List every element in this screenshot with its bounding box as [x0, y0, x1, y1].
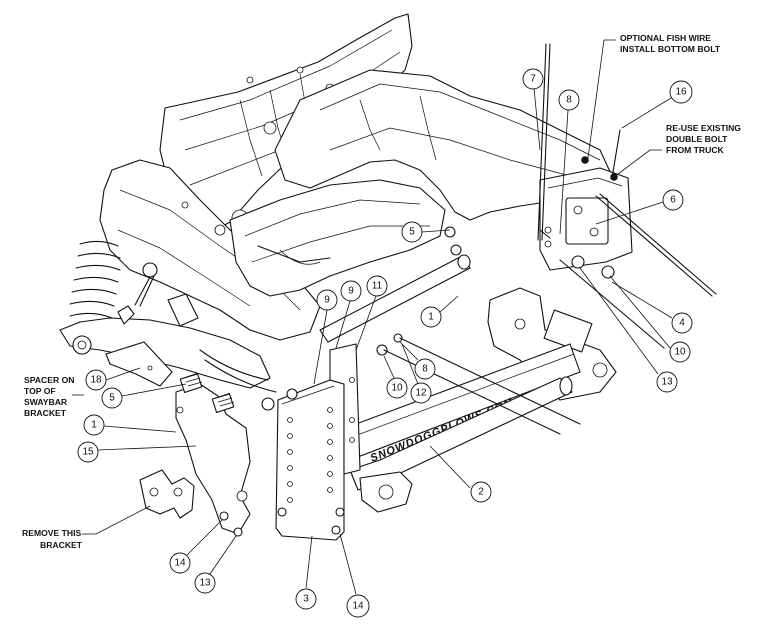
svg-text:8: 8 [566, 95, 572, 106]
svg-text:7: 7 [530, 74, 536, 85]
note-optional-fish-wire: OPTIONAL FISH WIRE INSTALL BOTTOM BOLT [587, 33, 721, 159]
svg-text:RE-USE EXISTING: RE-USE EXISTING [666, 123, 741, 133]
svg-text:18: 18 [90, 375, 102, 386]
note-spacer: SPACER ON TOP OF SWAYBAR BRACKET [24, 375, 84, 418]
svg-text:1: 1 [428, 312, 434, 323]
svg-text:6: 6 [670, 195, 676, 206]
callout-7: 7 [522, 68, 544, 151]
callout-18: 18 [85, 367, 141, 391]
left-side-bracket [105, 341, 251, 537]
svg-text:8: 8 [422, 364, 428, 375]
svg-text:REMOVE THIS: REMOVE THIS [22, 528, 81, 538]
svg-text:13: 13 [199, 578, 211, 589]
removed-bracket [139, 469, 195, 519]
svg-text:FROM TRUCK: FROM TRUCK [666, 145, 725, 155]
svg-text:14: 14 [174, 558, 186, 569]
callout-11: 11 [355, 275, 388, 351]
svg-text:5: 5 [409, 227, 415, 238]
callout-10-right: 10 [609, 275, 691, 363]
callout-4: 4 [611, 281, 693, 334]
callout-5-top: 5 [401, 221, 451, 243]
svg-text:BRACKET: BRACKET [40, 540, 83, 550]
callout-13-right: 13 [579, 267, 678, 393]
svg-text:4: 4 [679, 318, 685, 329]
callout-8-top: 8 [558, 89, 580, 235]
callout-9-right: 9 [335, 280, 362, 349]
svg-text:1: 1 [91, 420, 97, 431]
note-reuse-existing: RE-USE EXISTING DOUBLE BOLT FROM TRUCK [617, 123, 741, 175]
callout-3: 3 [295, 535, 317, 610]
callout-13-left: 13 [194, 535, 237, 594]
svg-text:5: 5 [109, 393, 115, 404]
hardware-bolts [261, 226, 581, 435]
truck-frame [59, 13, 613, 393]
coil-spring [69, 240, 121, 319]
callout-1-right: 1 [420, 295, 459, 328]
svg-text:10: 10 [391, 383, 403, 394]
callout-12: 12 [401, 343, 432, 404]
callout-14-left: 14 [169, 519, 223, 574]
callout-9-left: 9 [313, 289, 338, 385]
svg-text:2: 2 [478, 487, 484, 498]
callout-5-left: 5 [101, 383, 187, 409]
callout-8-middle: 8 [399, 341, 436, 380]
svg-text:13: 13 [661, 377, 673, 388]
callout-6: 6 [595, 189, 684, 225]
crossbar-tube: SNOWDOGGPLOWS.COM [339, 343, 581, 513]
svg-text:10: 10 [674, 347, 686, 358]
svg-text:9: 9 [348, 286, 354, 297]
callout-2: 2 [429, 445, 492, 503]
callout-10-middle: 10 [383, 355, 408, 399]
svg-text:12: 12 [415, 388, 427, 399]
svg-text:OPTIONAL FISH WIRE: OPTIONAL FISH WIRE [620, 33, 711, 43]
svg-text:11: 11 [372, 281, 383, 292]
right-mount-bracket [487, 287, 617, 401]
svg-text:SWAYBAR: SWAYBAR [24, 397, 68, 407]
svg-text:3: 3 [303, 594, 309, 605]
svg-text:TOP OF: TOP OF [24, 386, 56, 396]
fish-wires [537, 43, 717, 349]
callout-1-left: 1 [83, 414, 177, 436]
svg-text:15: 15 [82, 447, 94, 458]
callout-15: 15 [77, 441, 197, 463]
swaybar-rod [319, 254, 471, 343]
svg-text:BRACKET: BRACKET [24, 408, 67, 418]
svg-text:16: 16 [675, 87, 687, 98]
svg-text:SPACER ON: SPACER ON [24, 375, 74, 385]
svg-text:DOUBLE BOLT: DOUBLE BOLT [666, 134, 728, 144]
svg-text:14: 14 [352, 601, 364, 612]
svg-text:INSTALL BOTTOM BOLT: INSTALL BOTTOM BOLT [620, 44, 721, 54]
callout-16: 16 [621, 80, 693, 129]
svg-text:9: 9 [324, 295, 330, 306]
note-remove-bracket: REMOVE THIS BRACKET [22, 505, 151, 550]
left-mount-plate [275, 343, 361, 541]
callout-14-right: 14 [339, 533, 370, 618]
